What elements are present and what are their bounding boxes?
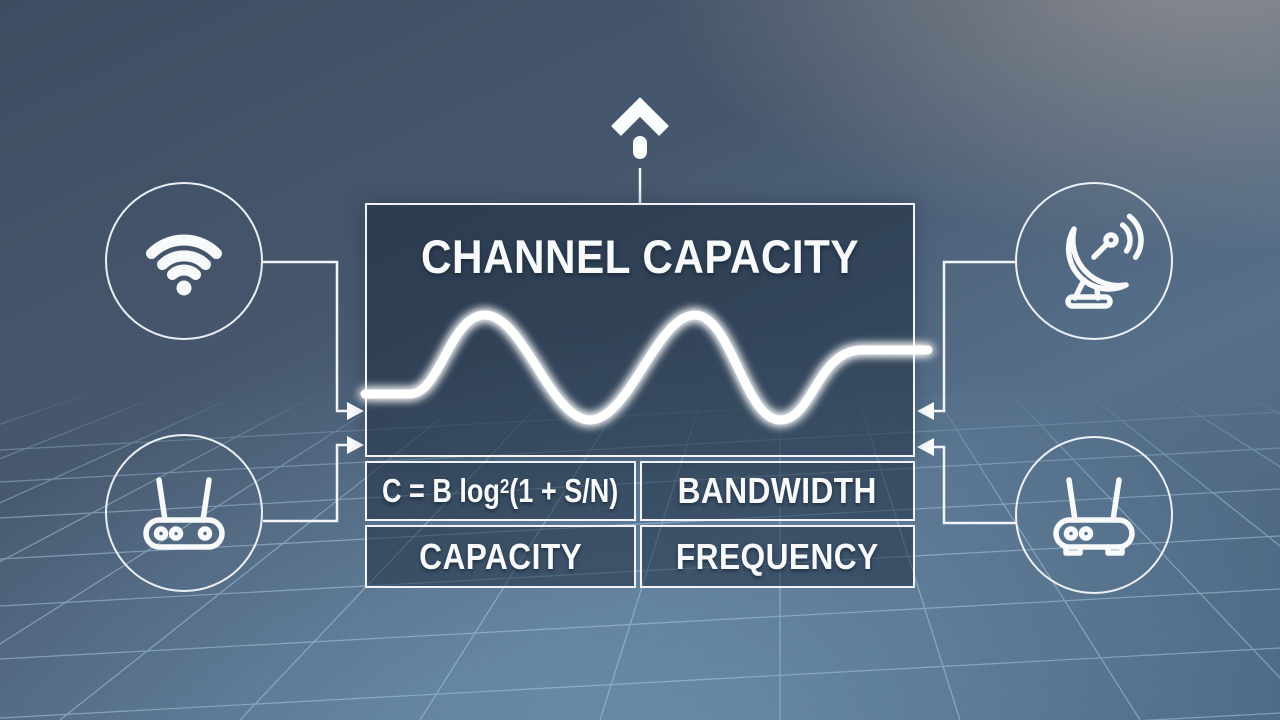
frequency-label: FREQUENCY	[676, 535, 879, 577]
wifi-node	[105, 182, 263, 340]
indicator-dash	[633, 136, 647, 159]
capacity-cell: CAPACITY	[365, 525, 636, 588]
connector-right-top	[917, 260, 1017, 420]
router-right-node	[1015, 436, 1173, 594]
arrow-right-icon	[347, 402, 364, 420]
formula-text: C = B log2(1 + S/N)	[382, 472, 619, 509]
wifi-icon	[146, 234, 222, 296]
arrow-left-icon	[917, 402, 934, 420]
arrow-right-icon	[347, 436, 364, 454]
frequency-cell: FREQUENCY	[640, 525, 915, 588]
connector-left-bottom	[263, 436, 364, 523]
panel-title: CHANNEL CAPACITY	[420, 230, 860, 283]
capacity-label: CAPACITY	[418, 535, 583, 577]
top-indicator	[611, 97, 669, 203]
sine-wave	[360, 310, 933, 425]
connector-right-bottom	[917, 438, 1016, 525]
satellite-node	[1015, 182, 1173, 340]
connector-left-top	[262, 260, 364, 420]
formula-superscript: 2	[500, 474, 510, 498]
formula-cell: C = B log2(1 + S/N)	[365, 461, 636, 521]
info-table: C = B log2(1 + S/N) BANDWIDTH CAPACITY F…	[365, 461, 915, 588]
bandwidth-label: BANDWIDTH	[677, 470, 878, 511]
arrow-left-icon	[917, 438, 934, 456]
chevron-up-icon	[611, 97, 669, 136]
bandwidth-cell: BANDWIDTH	[640, 461, 915, 521]
satellite-dish-icon	[1065, 213, 1144, 309]
router-icon	[143, 477, 225, 550]
router-icon	[1053, 477, 1135, 556]
router-left-node	[105, 434, 263, 592]
